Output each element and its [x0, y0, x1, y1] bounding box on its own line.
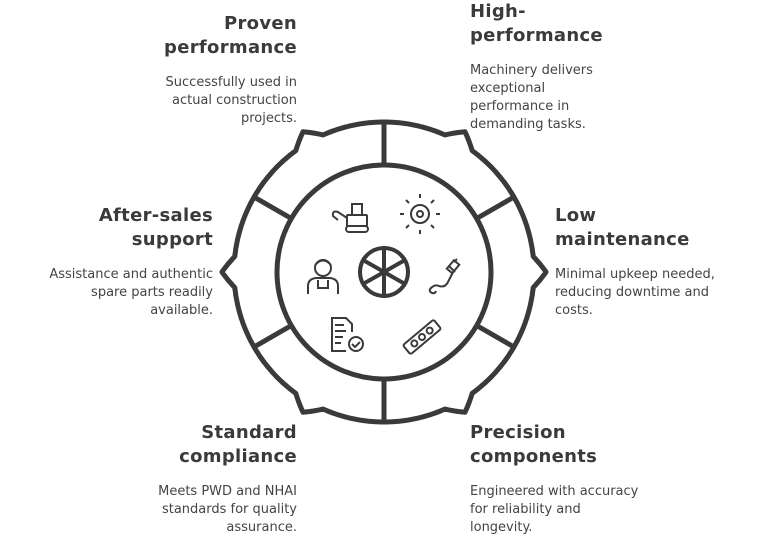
wheel-icon [358, 246, 410, 298]
item-title: Proven performance [164, 13, 297, 58]
item-title: After-sales support [98, 205, 213, 250]
item-title: Low maintenance [555, 205, 690, 250]
outer-ring [219, 119, 549, 425]
divider [475, 194, 516, 221]
item-description: Minimal upkeep needed, reducing downtime… [555, 267, 715, 318]
item-description: Machinery delivers exceptional performan… [470, 63, 593, 132]
excavator-icon [331, 203, 369, 233]
gear-icon [400, 194, 440, 234]
divider [475, 323, 516, 350]
item-description: Meets PWD and NHAI standards for quality… [158, 484, 297, 535]
item-description: Assistance and authentic spare parts rea… [49, 267, 213, 318]
item-low-maintenance: Low maintenance Minimal upkeep needed, r… [555, 204, 725, 320]
worker-icon [307, 259, 339, 294]
item-description: Engineered with accuracy for reliability… [470, 484, 639, 535]
item-description: Successfully used in actual construction… [165, 75, 297, 126]
item-proven-performance: Proven performance Successfully used in … [127, 12, 297, 128]
item-title: High-performance [470, 1, 603, 46]
item-title: Precision components [470, 422, 598, 467]
divider [252, 194, 293, 221]
item-after-sales-support: After-sales support Assistance and authe… [43, 204, 213, 320]
item-title: Standard compliance [179, 422, 297, 467]
item-standard-compliance: Standard compliance Meets PWD and NHAI s… [117, 421, 297, 537]
divider [252, 323, 293, 350]
certified-document-icon [331, 317, 364, 352]
segment-dividers [252, 122, 516, 422]
spirit-level-icon [402, 319, 442, 355]
item-precision-components: Precision components Engineered with acc… [470, 421, 640, 537]
item-high-performance: High-performance Machinery delivers exce… [470, 0, 640, 134]
plug-icon [428, 258, 461, 295]
